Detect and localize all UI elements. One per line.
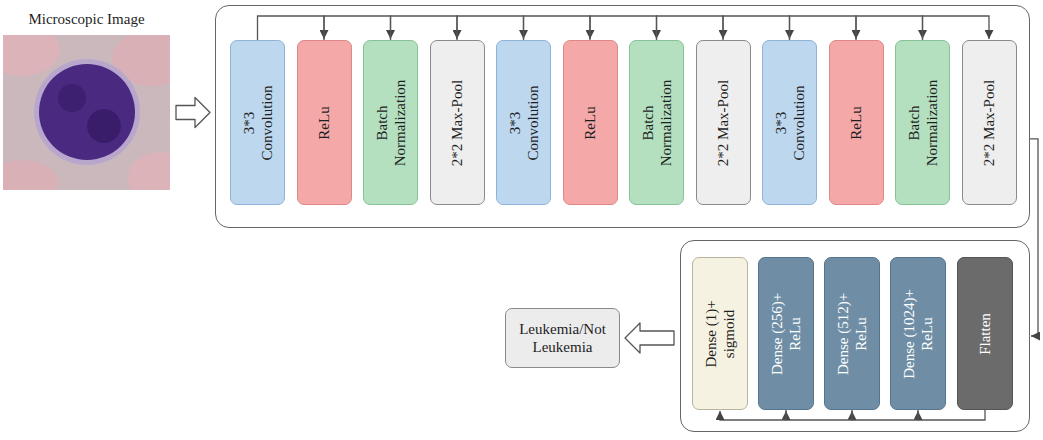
layer-label: 3*3 Convolution (240, 73, 276, 173)
layer-label: 3*3 Convolution (506, 73, 542, 173)
layer-label: ReLu (315, 73, 333, 173)
convolution-layer: 3*3 Convolution (230, 40, 285, 205)
cell-image (3, 35, 170, 190)
batchnorm-layer: Batch Normalization (629, 40, 684, 205)
nucleus (39, 64, 135, 160)
red-cell (3, 35, 60, 76)
connector (1030, 139, 1038, 336)
image-caption: Microscopic Image (0, 10, 190, 28)
connector (790, 16, 857, 40)
block-arrow (625, 323, 674, 353)
feature-panel: 3*3 Convolution ReLu Batch Normalization 2*… (215, 5, 1030, 228)
cytoplasm (34, 59, 140, 165)
block-arrow (176, 98, 210, 128)
relu-layer: ReLu (297, 40, 352, 205)
layer-label: 2*2 Max-Pool (448, 73, 466, 173)
connector (391, 16, 458, 40)
layer-label: Dense (1024)+ ReLu (900, 284, 936, 384)
layer-label: Batch Normalization (905, 73, 941, 173)
layer-label: Flatten (976, 284, 994, 384)
connector (524, 16, 591, 40)
flatten-layer: Flatten (957, 257, 1013, 410)
maxpool-layer: 2*2 Max-Pool (696, 40, 751, 205)
batchnorm-layer: Batch Normalization (363, 40, 418, 205)
chromatin (58, 84, 86, 112)
connector (852, 410, 918, 420)
connector (457, 16, 524, 40)
connector (923, 16, 990, 40)
connector (786, 410, 852, 420)
convolution-layer: 3*3 Convolution (762, 40, 817, 205)
maxpool-layer: 2*2 Max-Pool (962, 40, 1017, 205)
layer-label: Leukemia/Not Leukemia (512, 320, 613, 356)
layer-label: 2*2 Max-Pool (980, 73, 998, 173)
connector (258, 16, 325, 40)
layer-label: Batch Normalization (373, 73, 409, 173)
red-cell (128, 152, 170, 190)
dense-layer: Dense (256)+ ReLu (758, 257, 814, 410)
relu-layer: ReLu (563, 40, 618, 205)
layer-label: Dense (1)+ sigmoid (702, 284, 738, 384)
layer-label: ReLu (847, 73, 865, 173)
chromatin (87, 109, 121, 143)
result-box: Leukemia/Not Leukemia (505, 308, 620, 368)
layer-label: ReLu (581, 73, 599, 173)
convolution-layer: 3*3 Convolution (496, 40, 551, 205)
dense-layer: Dense (1024)+ ReLu (890, 257, 946, 410)
layer-label: Dense (256)+ ReLu (768, 284, 804, 384)
connector (657, 16, 724, 40)
layer-label: Dense (512)+ ReLu (834, 284, 870, 384)
layer-label: Batch Normalization (639, 73, 675, 173)
connector (324, 16, 391, 40)
connector (723, 16, 790, 40)
connector (856, 16, 923, 40)
batchnorm-layer: Batch Normalization (895, 40, 950, 205)
relu-layer: ReLu (829, 40, 884, 205)
connector (918, 410, 985, 420)
classifier-panel: Dense (1)+ sigmoid Dense (256)+ ReLu Dense… (680, 240, 1030, 432)
maxpool-layer: 2*2 Max-Pool (430, 40, 485, 205)
connector (590, 16, 657, 40)
layer-label: 2*2 Max-Pool (714, 73, 732, 173)
output-dense-layer: Dense (1)+ sigmoid (692, 257, 748, 410)
dense-layer: Dense (512)+ ReLu (824, 257, 880, 410)
connector (720, 410, 786, 420)
red-cell (3, 160, 58, 190)
input-image: Microscopic Image (3, 35, 170, 190)
layer-label: 3*3 Convolution (772, 73, 808, 173)
